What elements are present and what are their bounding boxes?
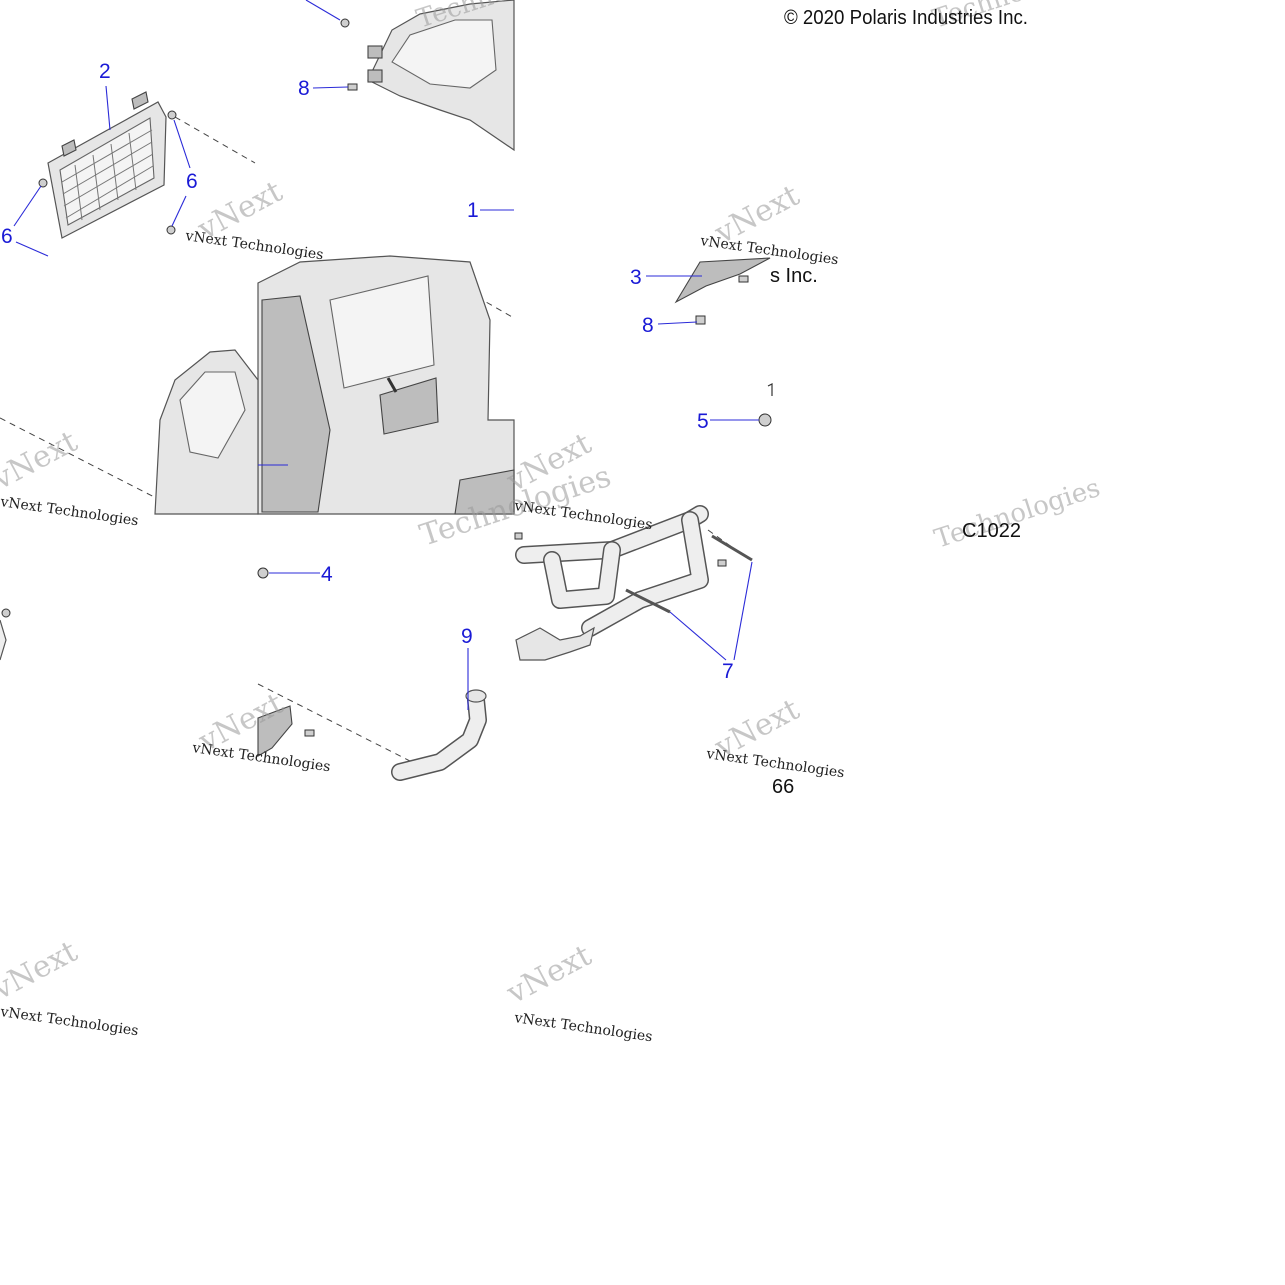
callout-7: 7	[722, 660, 734, 683]
bumper-tube-part	[391, 689, 487, 781]
side-panel-part	[674, 257, 771, 304]
callout-6-left: 6	[1, 225, 13, 248]
grille-screen-part	[47, 91, 167, 239]
svg-text:Technologies: Technologies	[931, 473, 1104, 555]
push-rivet-hardware	[1, 18, 772, 737]
svg-text:vNext Technologies: vNext Technologies	[0, 494, 139, 529]
callout-9: 9	[461, 625, 473, 648]
callout-3: 3	[630, 266, 642, 289]
left-bracket-fragment	[0, 619, 7, 661]
svg-text:vNext: vNext	[0, 424, 83, 498]
callout-5: 5	[697, 410, 709, 433]
copyright-notice-fragment: s Inc.	[770, 265, 818, 287]
callout-6-right: 6	[186, 170, 198, 193]
svg-text:vNext: vNext	[0, 934, 83, 1008]
callout-1: 1	[467, 199, 479, 222]
svg-text:vNext Technologies: vNext Technologies	[183, 228, 324, 263]
clip-part	[767, 383, 773, 396]
leader-lines	[13, 0, 759, 710]
front-body-panel-part	[154, 255, 515, 515]
callout-8-top: 8	[298, 77, 310, 100]
brush-guard-part	[515, 505, 753, 661]
callout-8-mid: 8	[642, 314, 654, 337]
svg-text:vNext: vNext	[500, 938, 597, 1012]
headlight-bezel-part	[367, 0, 515, 152]
skid-plate-part	[257, 705, 293, 757]
copyright-notice: © 2020 Polaris Industries Inc.	[784, 7, 1028, 29]
figure-id: C1022	[962, 520, 1021, 542]
callout-2: 2	[99, 60, 111, 83]
callout-labels: 2 8 1 6 6 3 8 5 4 9 7	[1, 60, 734, 683]
svg-text:vNext Technologies: vNext Technologies	[512, 1010, 653, 1045]
page-number: 66	[772, 776, 794, 798]
svg-text:vNext Technologies: vNext Technologies	[0, 1004, 139, 1039]
callout-4: 4	[321, 563, 333, 586]
svg-text:vNext Technologies: vNext Technologies	[512, 498, 653, 533]
